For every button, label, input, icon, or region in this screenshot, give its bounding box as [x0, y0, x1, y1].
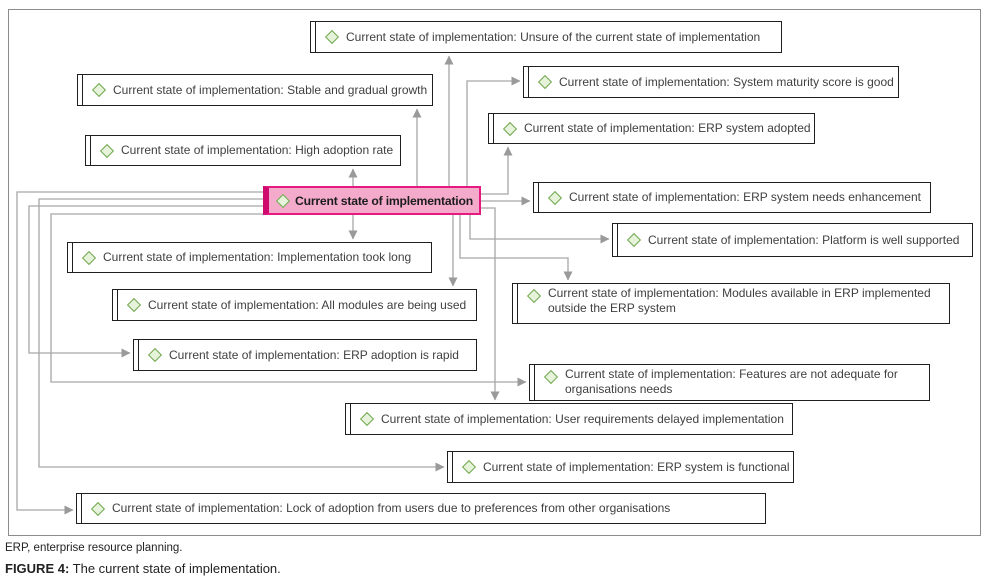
node-adoption-rapid[interactable]: Current state of implementation: ERP ado… [133, 339, 477, 371]
node-unsure[interactable]: Current state of implementation: Unsure … [310, 21, 782, 53]
node-label: Current state of implementation: Feature… [565, 367, 898, 396]
node-high-adoption[interactable]: Current state of implementation: High ad… [85, 135, 401, 166]
code-diamond-icon [359, 411, 375, 427]
node-label: Current state of implementation: Stable … [113, 82, 428, 97]
node-current-state-center[interactable]: Current state of implementation [263, 186, 481, 215]
figure-caption-label: FIGURE 4: [5, 561, 70, 576]
figure-caption: FIGURE 4: The current state of implement… [5, 561, 281, 576]
node-label: Current state of implementation: Lock of… [112, 501, 671, 516]
center-node-label: Current state of implementation [295, 193, 473, 208]
node-user-requirements[interactable]: Current state of implementation: User re… [345, 403, 793, 435]
code-diamond-icon [275, 193, 291, 208]
node-functional[interactable]: Current state of implementation: ERP sys… [447, 451, 794, 483]
node-stable-growth[interactable]: Current state of implementation: Stable … [77, 74, 433, 106]
node-took-long[interactable]: Current state of implementation: Impleme… [67, 242, 432, 273]
node-label: Current state of implementation: Modules… [548, 286, 931, 315]
code-diamond-icon [502, 121, 518, 136]
figure-caption-text: The current state of implementation. [69, 561, 281, 576]
node-all-modules[interactable]: Current state of implementation: All mod… [112, 289, 477, 321]
diagram-border [8, 9, 981, 536]
node-label: Current state of implementation: Impleme… [103, 250, 412, 265]
node-modules-outside[interactable]: Current state of implementation: Modules… [512, 283, 950, 324]
code-diamond-icon [90, 501, 106, 516]
abbreviation-note: ERP, enterprise resource planning. [5, 542, 183, 554]
node-label: Current state of implementation: Unsure … [346, 29, 761, 44]
node-label: Current state of implementation: ERP ado… [169, 347, 459, 362]
code-diamond-icon [547, 190, 563, 205]
node-label: Current state of implementation: ERP sys… [569, 190, 921, 205]
code-diamond-icon [461, 459, 477, 475]
code-diamond-icon [99, 143, 115, 158]
node-erp-adopted[interactable]: Current state of implementation: ERP sys… [488, 113, 815, 144]
code-diamond-icon [324, 29, 340, 45]
node-label: Current state of implementation: Platfor… [648, 232, 960, 247]
node-maturity-good[interactable]: Current state of implementation: System … [523, 66, 899, 98]
code-diamond-icon [91, 82, 107, 98]
node-label: Current state of implementation: System … [559, 74, 894, 89]
node-label: Current state of implementation: ERP sys… [483, 459, 790, 474]
code-diamond-icon [537, 74, 553, 90]
node-label: Current state of implementation: All mod… [148, 297, 467, 312]
code-diamond-icon [543, 369, 559, 385]
node-label: Current state of implementation: ERP sys… [524, 121, 811, 136]
node-features-inadequate[interactable]: Current state of implementation: Feature… [529, 364, 930, 401]
node-lock-adoption[interactable]: Current state of implementation: Lock of… [76, 493, 766, 524]
node-label: Current state of implementation: User re… [381, 411, 784, 426]
code-diamond-icon [126, 297, 142, 313]
node-label: Current state of implementation: High ad… [121, 143, 394, 158]
code-diamond-icon [526, 288, 542, 304]
node-needs-enhancement[interactable]: Current state of implementation: ERP sys… [533, 182, 931, 213]
code-diamond-icon [81, 250, 97, 265]
code-diamond-icon [626, 232, 642, 248]
node-well-supported[interactable]: Current state of implementation: Platfor… [612, 223, 973, 257]
code-diamond-icon [147, 347, 163, 363]
